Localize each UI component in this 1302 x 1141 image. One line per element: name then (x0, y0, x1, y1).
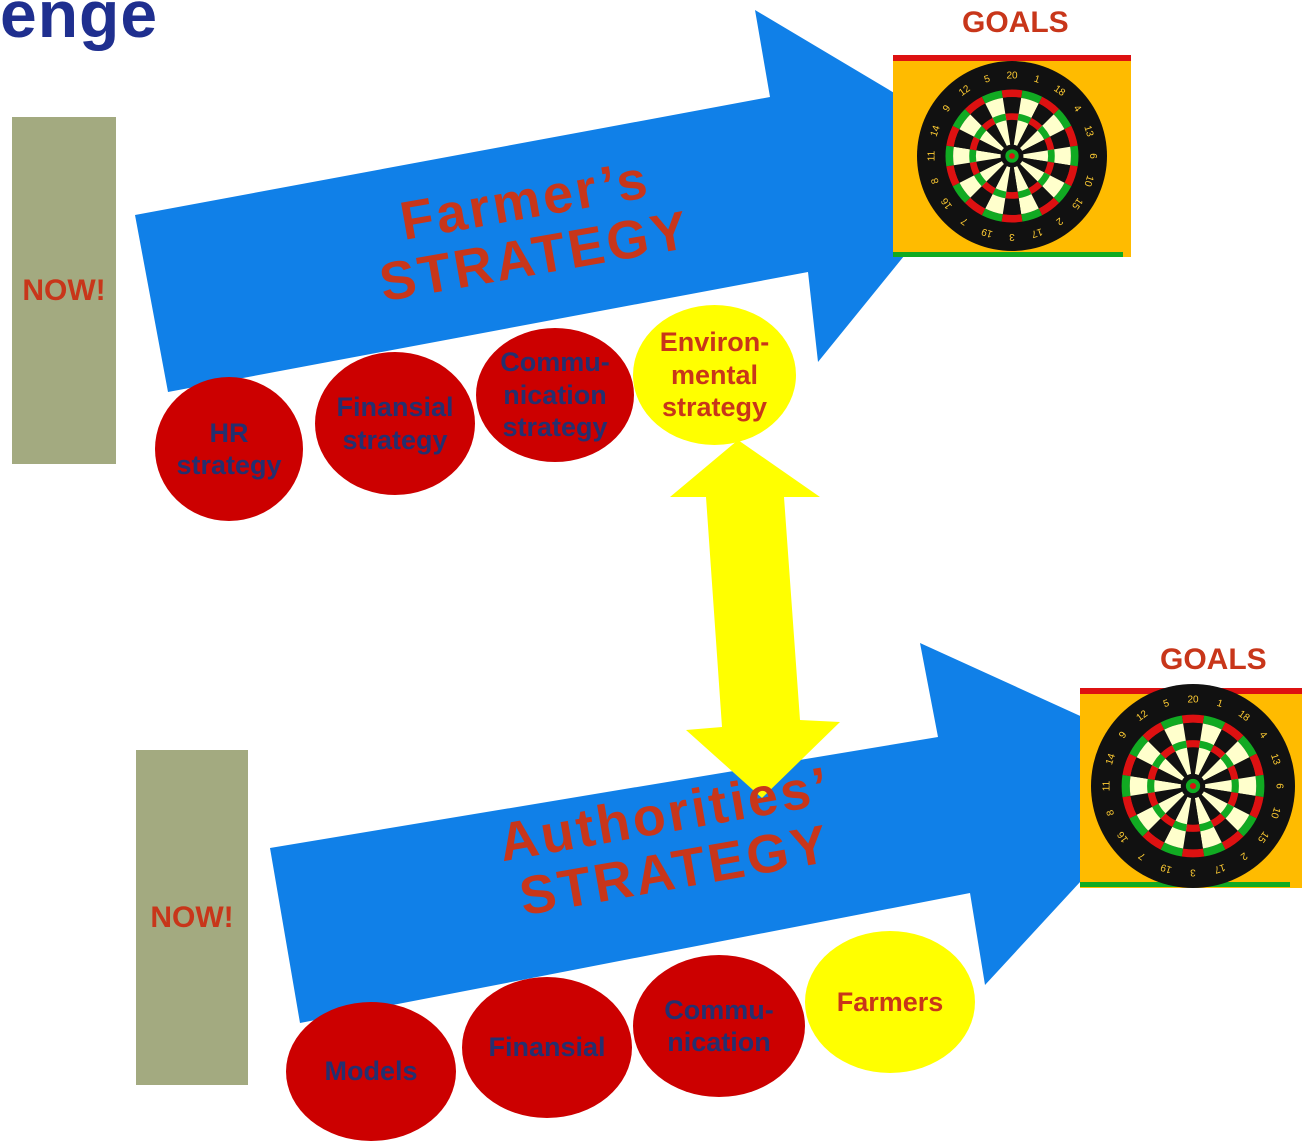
dartboard-number: 10 (1081, 174, 1095, 188)
dartboard-number: 3 (1190, 867, 1196, 878)
bubble-label: Commu- nication strategy (500, 347, 610, 443)
dartboard-number: 1 (1032, 74, 1041, 86)
dartboard-number: 11 (926, 150, 937, 161)
slide-title: enge (0, 0, 159, 51)
dartboard-number: 17 (1212, 861, 1226, 875)
dartboard-number: 4 (1071, 103, 1083, 114)
dartboard-number: 11 (1101, 780, 1112, 791)
dartboard-number: 8 (929, 176, 941, 185)
bubble-label: Environ- mental strategy (659, 327, 770, 423)
bubble-environmental-strategy: Environ- mental strategy (633, 305, 796, 445)
dartboard-number: 2 (1238, 850, 1249, 862)
authorities-strategy-arrow (270, 643, 1188, 1023)
dartboard-number: 13 (1268, 752, 1282, 766)
connector-double-arrow (670, 440, 840, 798)
dartboard-number: 6 (1274, 783, 1285, 789)
goals-label-top: GOALS (962, 6, 1069, 39)
dartboard-number: 20 (1006, 70, 1018, 81)
now-label-bottom: NOW! (150, 900, 234, 934)
dartboard-number: 5 (1162, 698, 1171, 710)
dartboard-number: 10 (1268, 806, 1282, 820)
dartboard-number: 17 (1029, 225, 1043, 239)
goals-label-bottom: GOALS (1160, 643, 1267, 676)
bubble-label: Finansial (488, 1032, 606, 1063)
dartboard-number: 1 (1215, 698, 1224, 710)
dartboard-number: 8 (1105, 808, 1117, 817)
bubble-models: Models (286, 1002, 456, 1141)
bubble-label: HR strategy (176, 417, 282, 480)
bubble-communication: Commu- nication (633, 955, 805, 1097)
bubble-label: Models (324, 1056, 418, 1087)
bubble-label: Finansial strategy (336, 392, 454, 455)
dartboard-number: 3 (1009, 231, 1015, 242)
dartboard-number: 7 (1136, 849, 1147, 861)
dartboard-number: 20 (1187, 694, 1199, 705)
dartboard-number: 13 (1081, 124, 1095, 138)
dartboard-number: 14 (1104, 752, 1118, 766)
bubble-hr-strategy: HR strategy (155, 377, 303, 521)
dartboard-number: 7 (959, 215, 970, 227)
dartboard-number: 4 (1257, 730, 1269, 741)
dartboard-number: 9 (1117, 729, 1129, 740)
now-box-bottom: NOW! (136, 750, 248, 1085)
bubble-finansial-strategy: Finansial strategy (315, 352, 475, 495)
farmer-strategy-arrow (135, 10, 990, 392)
dartboard-number: 5 (983, 73, 992, 85)
now-label-top: NOW! (22, 273, 106, 307)
dartboard-number: 19 (1159, 861, 1173, 875)
now-box-top: NOW! (12, 117, 116, 464)
bubble-label: Farmers (836, 986, 944, 1017)
dartboard-number: 6 (1087, 153, 1098, 159)
bubble-label: Commu- nication (664, 994, 774, 1057)
bubble-finansial: Finansial (462, 977, 632, 1118)
dartboard-number: 9 (941, 103, 953, 114)
bubble-communication-strategy: Commu- nication strategy (476, 328, 634, 462)
dartboard-number: 14 (929, 124, 943, 138)
bubble-farmers: Farmers (805, 931, 975, 1073)
dartboard-number: 19 (980, 225, 994, 239)
dartboard-number: 2 (1053, 215, 1064, 227)
